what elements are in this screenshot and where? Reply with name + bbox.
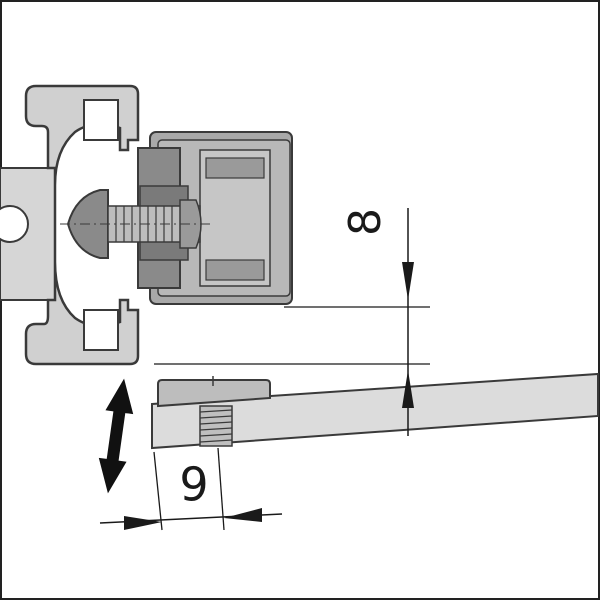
threaded-insert <box>199 405 233 447</box>
double-vertical-arrow-icon <box>98 378 134 494</box>
inclined-rail <box>151 372 599 450</box>
dimension-vertical-gap: 8 <box>340 208 414 436</box>
dimension-horizontal-offset: 9 <box>99 447 283 531</box>
dimension-label-8: 8 <box>340 208 391 236</box>
aluminium-profile <box>24 84 140 366</box>
t-nut-screw <box>60 189 212 259</box>
dimension-label-9: 9 <box>179 458 208 512</box>
arm-hole <box>0 205 29 243</box>
slide-block <box>157 379 271 408</box>
